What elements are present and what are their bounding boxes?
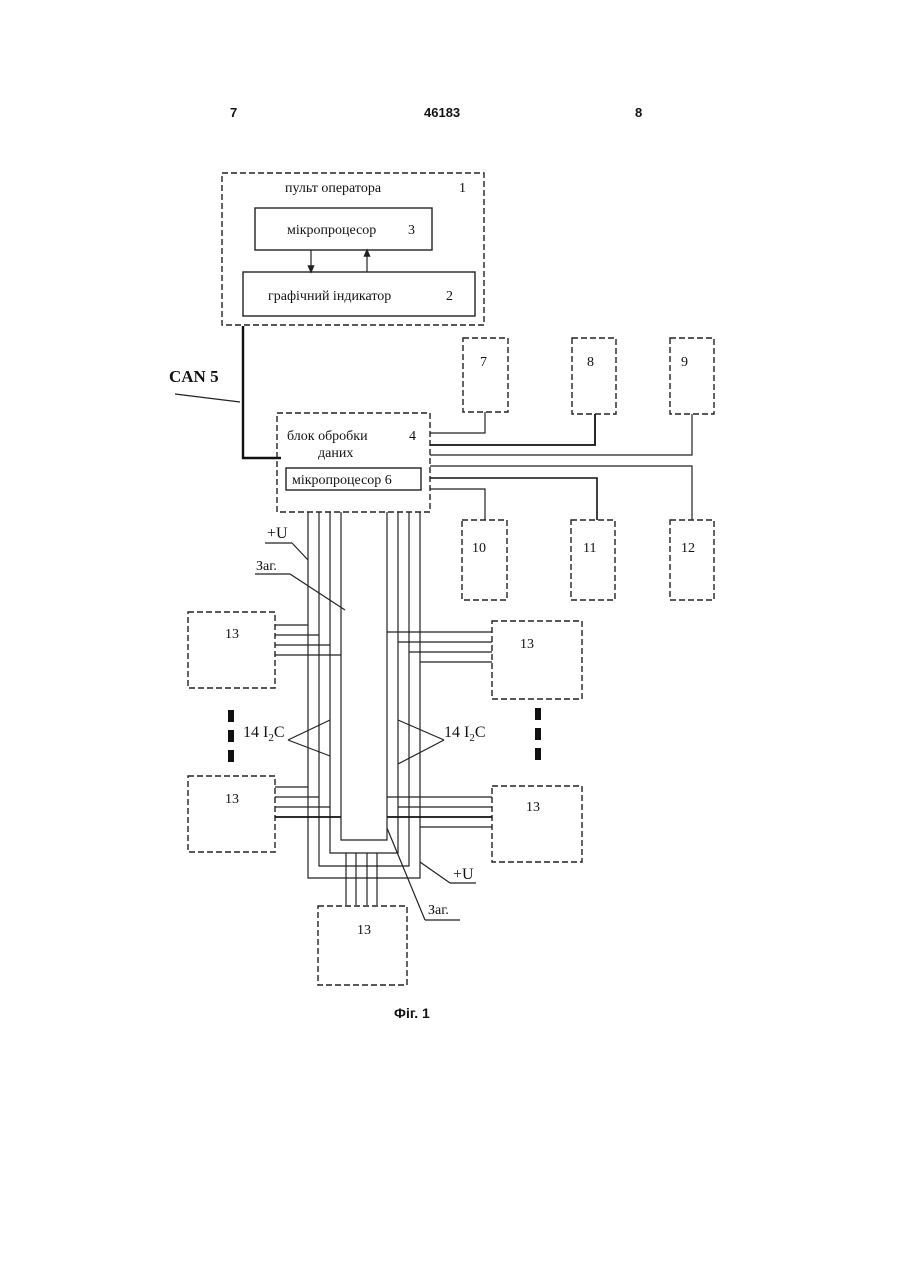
data-processing-label-2: даних: [318, 446, 353, 461]
wire-7: [430, 412, 485, 433]
data-processing-num: 4: [409, 429, 416, 444]
i2c-bus-bundle: [308, 512, 420, 905]
graphic-indicator-block: графічний індикатор 2: [243, 272, 475, 316]
block-13-right-bottom: 13: [492, 786, 582, 862]
svg-text:13: 13: [357, 923, 371, 938]
svg-text:Заг.: Заг.: [428, 903, 449, 918]
microprocessor-6-block: мікропроцесор 6: [286, 468, 421, 490]
svg-text:13: 13: [526, 800, 540, 815]
svg-text:14 I2C: 14 I2C: [444, 724, 486, 744]
block-10: 10: [462, 520, 507, 600]
figure-caption: Фіг. 1: [394, 1005, 430, 1021]
ground-label-left: Заг.: [255, 559, 345, 610]
svg-text:9: 9: [681, 355, 688, 370]
microprocessor-3-num: 3: [408, 223, 415, 238]
svg-text:+U: +U: [267, 525, 288, 542]
wire-11: [430, 478, 597, 520]
svg-text:11: 11: [583, 541, 596, 556]
graphic-indicator-num: 2: [446, 289, 453, 304]
svg-text:12: 12: [681, 541, 695, 556]
plus-u-bottom: +U: [420, 862, 476, 883]
svg-text:8: 8: [587, 355, 594, 370]
wire-8: [430, 414, 595, 445]
can-leader: [175, 394, 240, 402]
svg-text:7: 7: [480, 355, 487, 370]
svg-text:13: 13: [225, 792, 239, 807]
svg-text:13: 13: [225, 627, 239, 642]
graphic-indicator-label: графічний індикатор: [268, 289, 391, 304]
operator-console-label: пульт оператора: [285, 181, 382, 196]
block-13-bottom: 13: [318, 906, 407, 985]
i2c-label-right: 14 I2C: [398, 720, 486, 764]
block-12: 12: [670, 520, 714, 600]
block-11: 11: [571, 520, 615, 600]
microprocessor-6-label: мікропроцесор 6: [292, 473, 392, 488]
block-13-right-top: 13: [492, 621, 582, 699]
svg-text:+U: +U: [453, 866, 474, 883]
wire-12: [430, 466, 692, 520]
wire-9: [430, 414, 692, 455]
data-processing-label-1: блок обробки: [287, 429, 368, 444]
svg-text:14 I2C: 14 I2C: [243, 724, 285, 744]
block-8: 8: [572, 338, 616, 414]
can-bus-label: CAN 5: [169, 367, 219, 386]
microprocessor-3-label: мікропроцесор: [287, 223, 376, 238]
svg-text:13: 13: [520, 637, 534, 652]
operator-console-num: 1: [459, 181, 466, 196]
svg-text:Заг.: Заг.: [256, 559, 277, 574]
microprocessor-3-block: мікропроцесор 3: [255, 208, 432, 250]
plus-u-top: +U: [265, 525, 308, 560]
block-13-left-bottom: 13: [188, 776, 275, 852]
block-13-left-top: 13: [188, 612, 275, 688]
ellipsis-left: [228, 710, 234, 762]
i2c-label-left: 14 I2C: [243, 720, 330, 756]
block-9: 9: [670, 338, 714, 414]
ellipsis-right: [535, 708, 541, 760]
wire-10: [430, 489, 485, 520]
block-7: 7: [463, 338, 508, 412]
can-bus-line: [243, 326, 281, 458]
svg-text:10: 10: [472, 541, 486, 556]
data-processing-block: блок обробки 4 даних: [277, 413, 430, 512]
